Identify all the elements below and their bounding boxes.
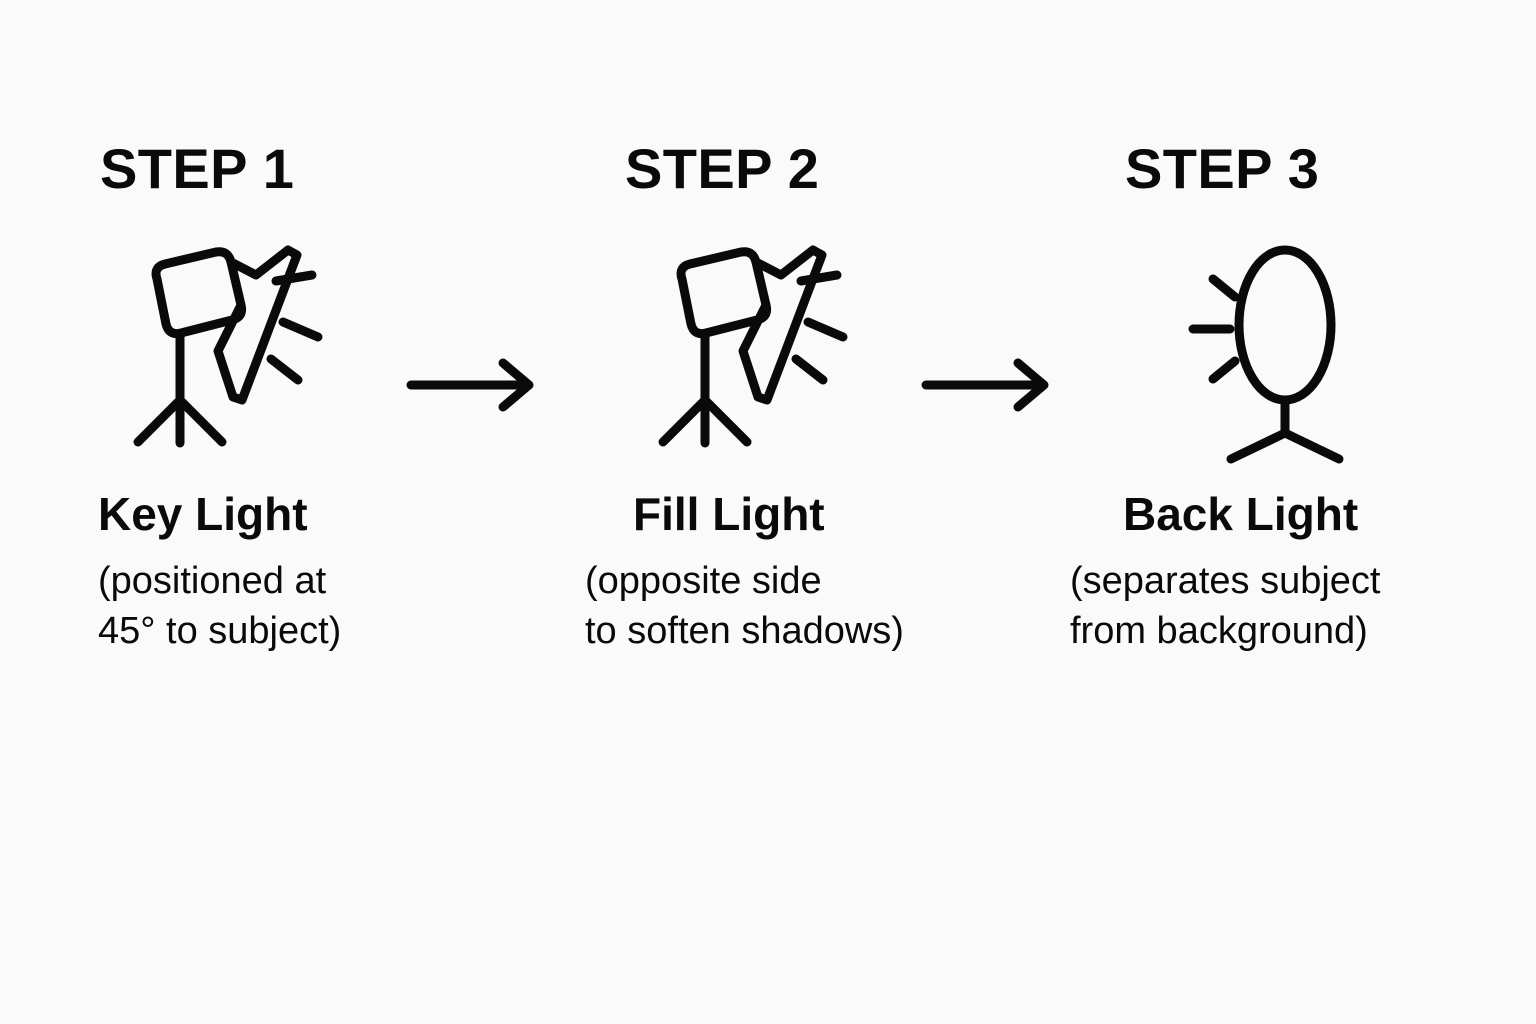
light-ray-middle [803, 317, 848, 342]
light-ray-bottom [266, 354, 303, 385]
lamp-stand-leg-left [133, 395, 185, 447]
step-1-desc-line-1: (positioned at [98, 560, 327, 603]
light-ray-bottom [791, 354, 828, 385]
step-3-label-block: Back Light (separates subject from backg… [1070, 487, 1535, 657]
light-ray-bottom [1208, 356, 1240, 384]
step-2-desc-line-1: (opposite side [585, 560, 822, 603]
step-column-1: STEP 1 Key Light (positioned at [90, 137, 510, 657]
step-3-desc-line-2: from background) [1070, 610, 1368, 653]
step-1-heading: STEP 1 [100, 137, 295, 200]
step-1-light-description: (positioned at 45° to subject) [98, 556, 510, 656]
softbox-ellipse-shape [1234, 245, 1336, 405]
softbox-stand-leg-right [1280, 428, 1344, 464]
step-1-desc-line-2: 45° to subject) [98, 610, 342, 653]
step-1-label-block: Key Light (positioned at 45° to subject) [90, 487, 510, 657]
lamp-stand-leg-left [658, 395, 710, 447]
studio-light-icon [133, 245, 323, 448]
arrow-head [1013, 358, 1049, 412]
step-2-light-name: Fill Light [633, 487, 825, 540]
softbox-light-icon [1188, 245, 1344, 464]
lamp-stand-leg-right [700, 395, 752, 447]
step-3-light-name: Back Light [1123, 487, 1359, 540]
lamp-cone-shape [738, 245, 827, 405]
light-ray-top [796, 270, 842, 286]
light-ray-top [271, 270, 317, 286]
step-2-label-block: Fill Light (opposite side to soften shad… [585, 487, 1035, 657]
step-1-light-name: Key Light [98, 487, 308, 540]
softbox-stand-leg-left [1226, 428, 1290, 464]
lamp-cone-shape [213, 245, 302, 405]
step-3-desc-line-1: (separates subject [1070, 560, 1381, 603]
step-2-heading: STEP 2 [625, 137, 820, 200]
light-ray-middle [278, 317, 323, 342]
step-2-light-description: (opposite side to soften shadows) [585, 556, 1035, 656]
arrow-step1-to-step2 [406, 358, 534, 412]
step-3-light-description: (separates subject from background) [1070, 556, 1535, 656]
step-2-icon-area [615, 237, 1035, 467]
step-column-3: STEP 3 Back Light (separates subject fro… [1070, 137, 1535, 657]
step-3-heading: STEP 3 [1125, 137, 1320, 200]
step-1-icon-area [90, 237, 510, 467]
arrow-step2-to-step3 [921, 358, 1049, 412]
light-ray-top [1208, 274, 1240, 302]
studio-light-icon [658, 245, 848, 448]
arrow-head [498, 358, 534, 412]
lamp-stand-leg-right [175, 395, 227, 447]
step-2-desc-line-2: to soften shadows) [585, 610, 904, 653]
step-column-2: STEP 2 Fill Light (opposite side to soft… [585, 137, 1035, 657]
step-3-icon-area [1115, 237, 1535, 467]
